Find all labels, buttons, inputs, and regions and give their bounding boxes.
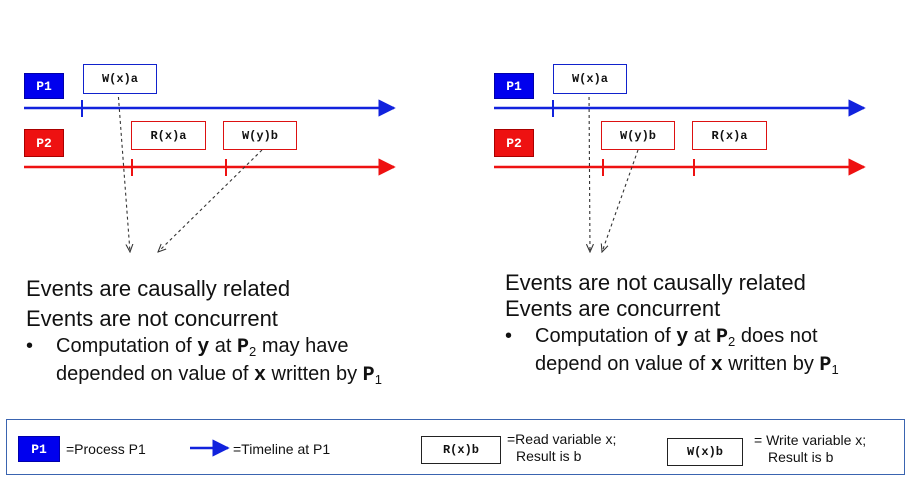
legend-read-box: R(x)b bbox=[421, 436, 501, 464]
right-var-y: y bbox=[676, 326, 689, 349]
legend-write-text: = Write variable x; Result is b bbox=[754, 432, 866, 466]
left-bullet-line2-prefix: depended on value of bbox=[56, 363, 254, 385]
right-event-wxa: W(x)a bbox=[553, 64, 627, 94]
left-causal-arrow-1 bbox=[117, 90, 130, 252]
right-proc-p2-sub: 2 bbox=[728, 334, 736, 349]
left-event-wyb: W(y)b bbox=[223, 121, 297, 150]
right-event-rxa: R(x)a bbox=[692, 121, 767, 150]
right-proc-p1-sub: 1 bbox=[831, 362, 839, 377]
left-causal-arrow-2 bbox=[158, 149, 263, 252]
legend-write-box: W(x)b bbox=[667, 438, 743, 466]
left-bullet-at: at bbox=[209, 335, 238, 357]
left-bullet-line2-mid: written by bbox=[265, 363, 363, 385]
legend bbox=[6, 419, 905, 475]
left-p1-tag: P1 bbox=[24, 73, 64, 99]
legend-timeline-text: =Timeline at P1 bbox=[233, 441, 331, 457]
right-arrow-2 bbox=[602, 149, 639, 252]
legend-process-text: =Process P1 bbox=[66, 441, 146, 457]
right-proc-p2: P bbox=[716, 326, 729, 349]
bullet-symbol: • bbox=[505, 325, 513, 347]
left-bullet-mid: may have bbox=[256, 335, 349, 357]
right-line-causal: Events are not causally related bbox=[505, 270, 806, 295]
left-bullet-prefix: Computation of bbox=[56, 335, 198, 357]
right-description: Events are not causally related Events a… bbox=[505, 270, 905, 381]
left-event-rxa: R(x)a bbox=[131, 121, 206, 150]
left-event-wxa: W(x)a bbox=[83, 64, 157, 94]
legend-read-text: =Read variable x; Result is b bbox=[507, 431, 616, 465]
left-bullet-1: • Computation of y at P2 may have bbox=[26, 335, 466, 363]
left-proc-p1: P bbox=[362, 364, 375, 387]
legend-read-text-1: =Read variable x; bbox=[507, 431, 617, 447]
left-proc-p2-sub: 2 bbox=[249, 344, 257, 359]
left-bullet-1-cont: depended on value of x written by P1 bbox=[26, 363, 466, 391]
left-p2-tag: P2 bbox=[24, 129, 64, 157]
bullet-symbol: • bbox=[26, 335, 34, 357]
right-bullet-line2-prefix: depend on value of bbox=[535, 353, 711, 375]
right-p1-tag: P1 bbox=[494, 73, 534, 99]
left-proc-p1-sub: 1 bbox=[374, 372, 382, 387]
legend-write-text-2: Result is b bbox=[768, 449, 834, 465]
left-line-causal: Events are causally related bbox=[26, 276, 291, 301]
left-var-x: x bbox=[253, 364, 266, 387]
legend-read-text-2: Result is b bbox=[516, 448, 582, 464]
right-p2-tag: P2 bbox=[494, 129, 534, 157]
right-proc-p1: P bbox=[819, 354, 832, 377]
legend-write-text-1: = Write variable x; bbox=[754, 432, 867, 448]
right-arrow-1 bbox=[589, 90, 590, 252]
left-var-y: y bbox=[197, 336, 210, 359]
right-bullet-1: • Computation of y at P2 does not bbox=[505, 325, 905, 353]
right-bullet-1-cont: depend on value of x written by P1 bbox=[505, 353, 905, 381]
left-description: Events are causally related Events are n… bbox=[26, 276, 466, 391]
left-line-concurrent: Events are not concurrent bbox=[26, 306, 278, 331]
right-var-x: x bbox=[710, 354, 723, 377]
right-event-wyb: W(y)b bbox=[601, 121, 675, 150]
left-proc-p2: P bbox=[237, 336, 250, 359]
right-bullet-line2-mid: written by bbox=[722, 353, 820, 375]
right-bullet-prefix: Computation of bbox=[535, 325, 677, 347]
legend-p1-tag: P1 bbox=[18, 436, 60, 462]
right-line-concurrent: Events are concurrent bbox=[505, 296, 721, 321]
right-bullet-mid: does not bbox=[735, 325, 818, 347]
right-bullet-at: at bbox=[688, 325, 717, 347]
